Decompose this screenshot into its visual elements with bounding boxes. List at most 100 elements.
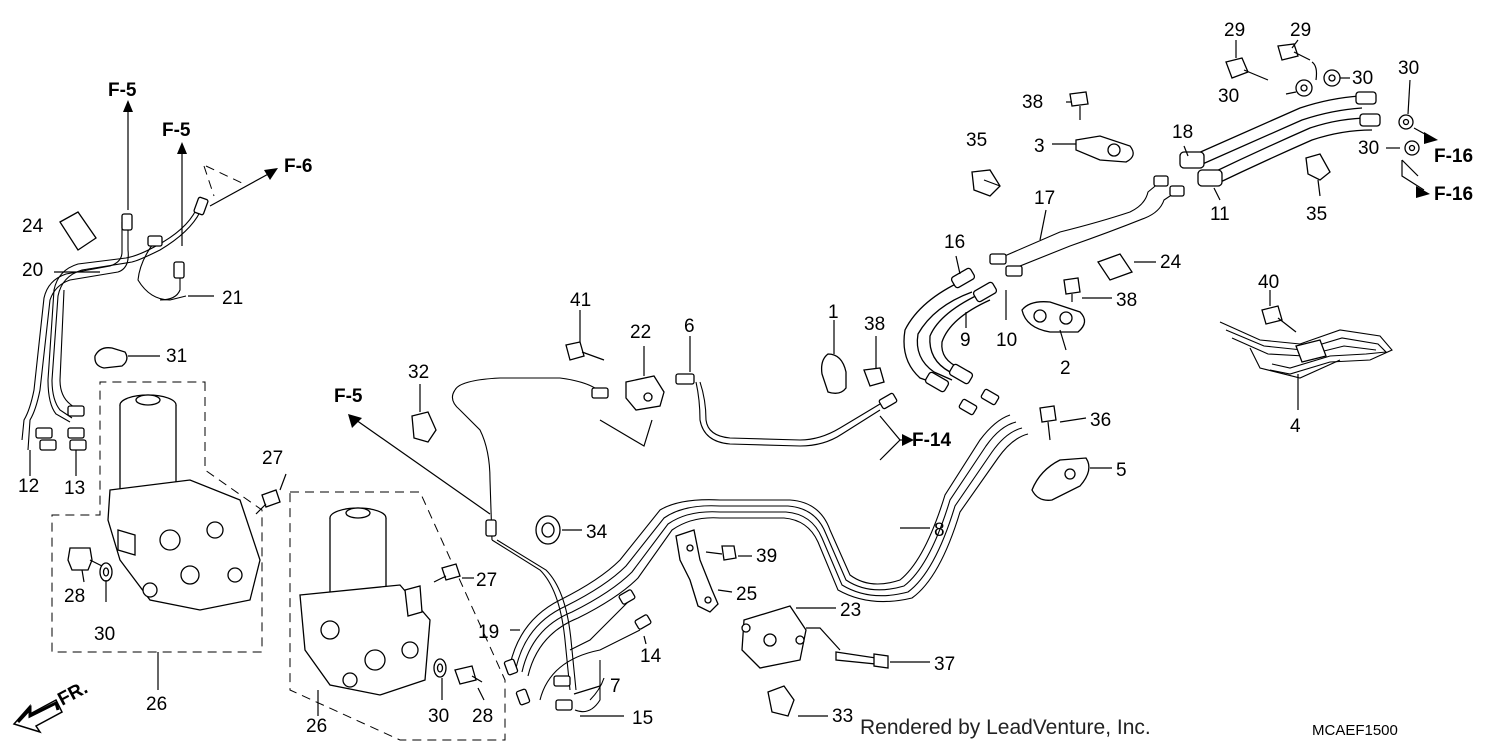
- clamp-3: [1075, 135, 1134, 163]
- callout-33: 33: [832, 706, 853, 727]
- callout-20: 20: [22, 260, 43, 281]
- callout-16: 16: [944, 232, 965, 253]
- callout-18: 18: [1172, 122, 1193, 143]
- callout-35-left: 35: [966, 130, 987, 151]
- ref-f5-c: F-5: [334, 386, 363, 407]
- callout-30-right-a: 30: [1398, 58, 1419, 79]
- pipe-17: [989, 175, 1185, 277]
- callout-36: 36: [1090, 410, 1111, 431]
- callout-34: 34: [586, 522, 608, 543]
- bolt-38-center: [863, 367, 885, 387]
- callout-30-center: 30: [428, 706, 449, 727]
- group-outline-left-modulator: [51, 381, 263, 653]
- callout-10: 10: [996, 330, 1017, 351]
- callout-28-left: 28: [64, 586, 85, 607]
- callout-38-center: 38: [864, 314, 885, 335]
- callout-6: 6: [684, 316, 695, 337]
- group-outline-center-modulator: [289, 491, 506, 741]
- callout-24-right: 24: [1160, 252, 1182, 273]
- pipe-upper-center: [591, 373, 898, 447]
- washer-30-upper-b: [1323, 69, 1341, 87]
- callout-29-right: 29: [1290, 20, 1311, 41]
- cushion-24-right: [1097, 253, 1133, 281]
- ref-f16-a: F-16: [1434, 146, 1473, 167]
- bolt-36: [1039, 405, 1057, 441]
- joint-22: [625, 375, 665, 411]
- bolt-29-right: [1277, 43, 1311, 61]
- bolt-28-left: [67, 547, 103, 571]
- front-label: FR.: [54, 678, 91, 711]
- callout-5: 5: [1116, 460, 1127, 481]
- pressure-modulator-left: [107, 394, 261, 611]
- pressure-modulator-center: [299, 507, 431, 696]
- callout-2: 2: [1060, 358, 1071, 379]
- callout-23: 23: [840, 600, 861, 621]
- callout-3: 3: [1034, 136, 1045, 157]
- callout-35-right: 35: [1306, 204, 1327, 225]
- callout-38-right: 38: [1116, 290, 1137, 311]
- leader-lines: [29, 39, 1411, 717]
- callout-37: 37: [934, 654, 955, 675]
- callout-17: 17: [1034, 188, 1055, 209]
- washer-30-center: [433, 658, 447, 678]
- hose-9: [903, 267, 998, 393]
- reference-arrows: [123, 100, 1438, 515]
- bolt-39: [705, 545, 737, 561]
- clamp-1: [820, 353, 847, 394]
- callout-22: 22: [630, 322, 651, 343]
- ref-f5-b: F-5: [162, 120, 191, 141]
- callout-19: 19: [478, 622, 499, 643]
- clamp-2: [1021, 301, 1086, 333]
- washer-30-upper-a: [1295, 79, 1313, 97]
- cushion-24-left: [59, 211, 97, 251]
- callout-30-left: 30: [94, 624, 115, 645]
- callout-28-center: 28: [472, 706, 493, 727]
- callout-25: 25: [736, 584, 757, 605]
- ref-f16-b: F-16: [1434, 184, 1473, 205]
- callout-13: 13: [64, 478, 85, 499]
- bolt-38-right: [1063, 277, 1081, 302]
- ref-f5-a: F-5: [108, 80, 137, 101]
- callout-27-left: 27: [262, 448, 283, 469]
- callout-21: 21: [222, 288, 243, 309]
- callout-41: 41: [570, 290, 591, 311]
- clip-32: [411, 411, 437, 443]
- bracket-25: [675, 529, 719, 613]
- callout-29-left: 29: [1224, 20, 1245, 41]
- callout-8: 8: [934, 520, 945, 541]
- hose-11-18: [1179, 91, 1381, 187]
- washer-30-right-b: [1404, 140, 1420, 156]
- diagram-code: MCAEF1500: [1312, 722, 1398, 739]
- callout-39: 39: [756, 546, 777, 567]
- callout-7: 7: [610, 676, 621, 697]
- callout-38-upper: 38: [1022, 92, 1043, 113]
- clip-31: [94, 347, 128, 369]
- bolt-38-upper: [1069, 91, 1089, 120]
- callout-24-left: 24: [22, 216, 44, 237]
- callout-1: 1: [828, 302, 839, 323]
- pipe-bundle-center: [451, 377, 1029, 713]
- callout-30-upper-a: 30: [1218, 86, 1239, 107]
- washer-30-right-a: [1398, 114, 1414, 130]
- callout-9: 9: [960, 330, 971, 351]
- bolt-37: [835, 651, 889, 669]
- callout-40: 40: [1258, 272, 1279, 293]
- callout-14: 14: [640, 646, 662, 667]
- callout-12: 12: [18, 476, 39, 497]
- callout-31: 31: [166, 346, 187, 367]
- washer-30-left: [99, 562, 113, 582]
- bolt-28-center: [454, 665, 483, 685]
- bolt-40: [1261, 305, 1297, 333]
- clamp-5: [1031, 457, 1090, 501]
- grommet-34: [535, 515, 561, 545]
- clip-33: [767, 685, 795, 717]
- callout-4: 4: [1290, 416, 1301, 437]
- callout-26-left: 26: [146, 694, 167, 715]
- clip-35-left: [971, 169, 1001, 197]
- three-way-joint-23: [741, 605, 807, 669]
- callout-30-upper-b: 30: [1352, 68, 1373, 89]
- clip-35-right: [1305, 153, 1331, 181]
- front-direction-arrow: FR.: [12, 678, 91, 734]
- bolt-41: [565, 341, 605, 361]
